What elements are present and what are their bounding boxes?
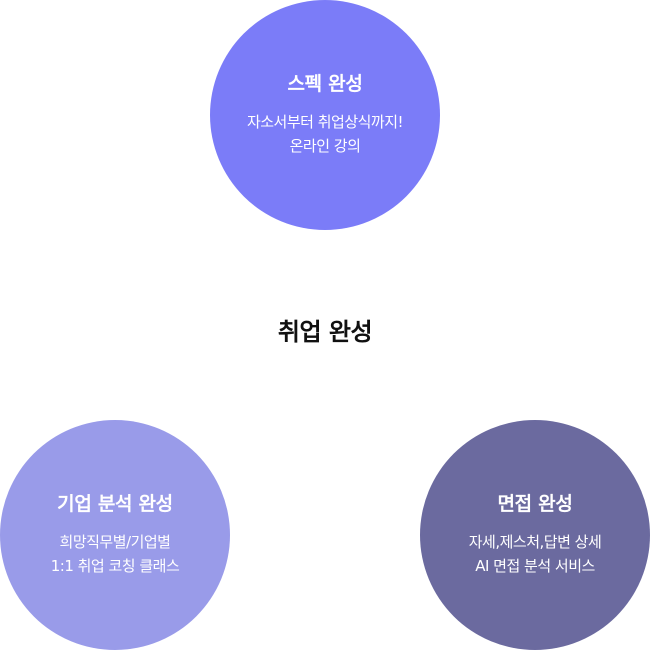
interview-line-2: AI 면접 분석 서비스 — [475, 557, 595, 575]
spec-completion-title: 스펙 완성 — [287, 73, 363, 95]
interview-circle: 면접 완성 자세,제스처,답변 상세 AI 면접 분석 서비스 — [420, 420, 650, 650]
spec-completion-line-1: 자소서부터 취업상식까지! — [246, 113, 404, 131]
interview-title: 면접 완성 — [497, 493, 573, 515]
company-analysis-title: 기업 분석 완성 — [57, 493, 173, 515]
interview-line-1: 자세,제스처,답변 상세 — [468, 533, 602, 551]
center-title: 취업 완성 — [277, 318, 373, 346]
spec-completion-line-2: 온라인 강의 — [289, 137, 361, 155]
company-analysis-circle: 기업 분석 완성 희망직무별/기업별 1:1 취업 코칭 클래스 — [0, 420, 230, 650]
company-analysis-line-2: 1:1 취업 코칭 클래스 — [50, 557, 180, 575]
spec-completion-circle: 스펙 완성 자소서부터 취업상식까지! 온라인 강의 — [210, 0, 440, 230]
company-analysis-line-1: 희망직무별/기업별 — [59, 533, 171, 551]
